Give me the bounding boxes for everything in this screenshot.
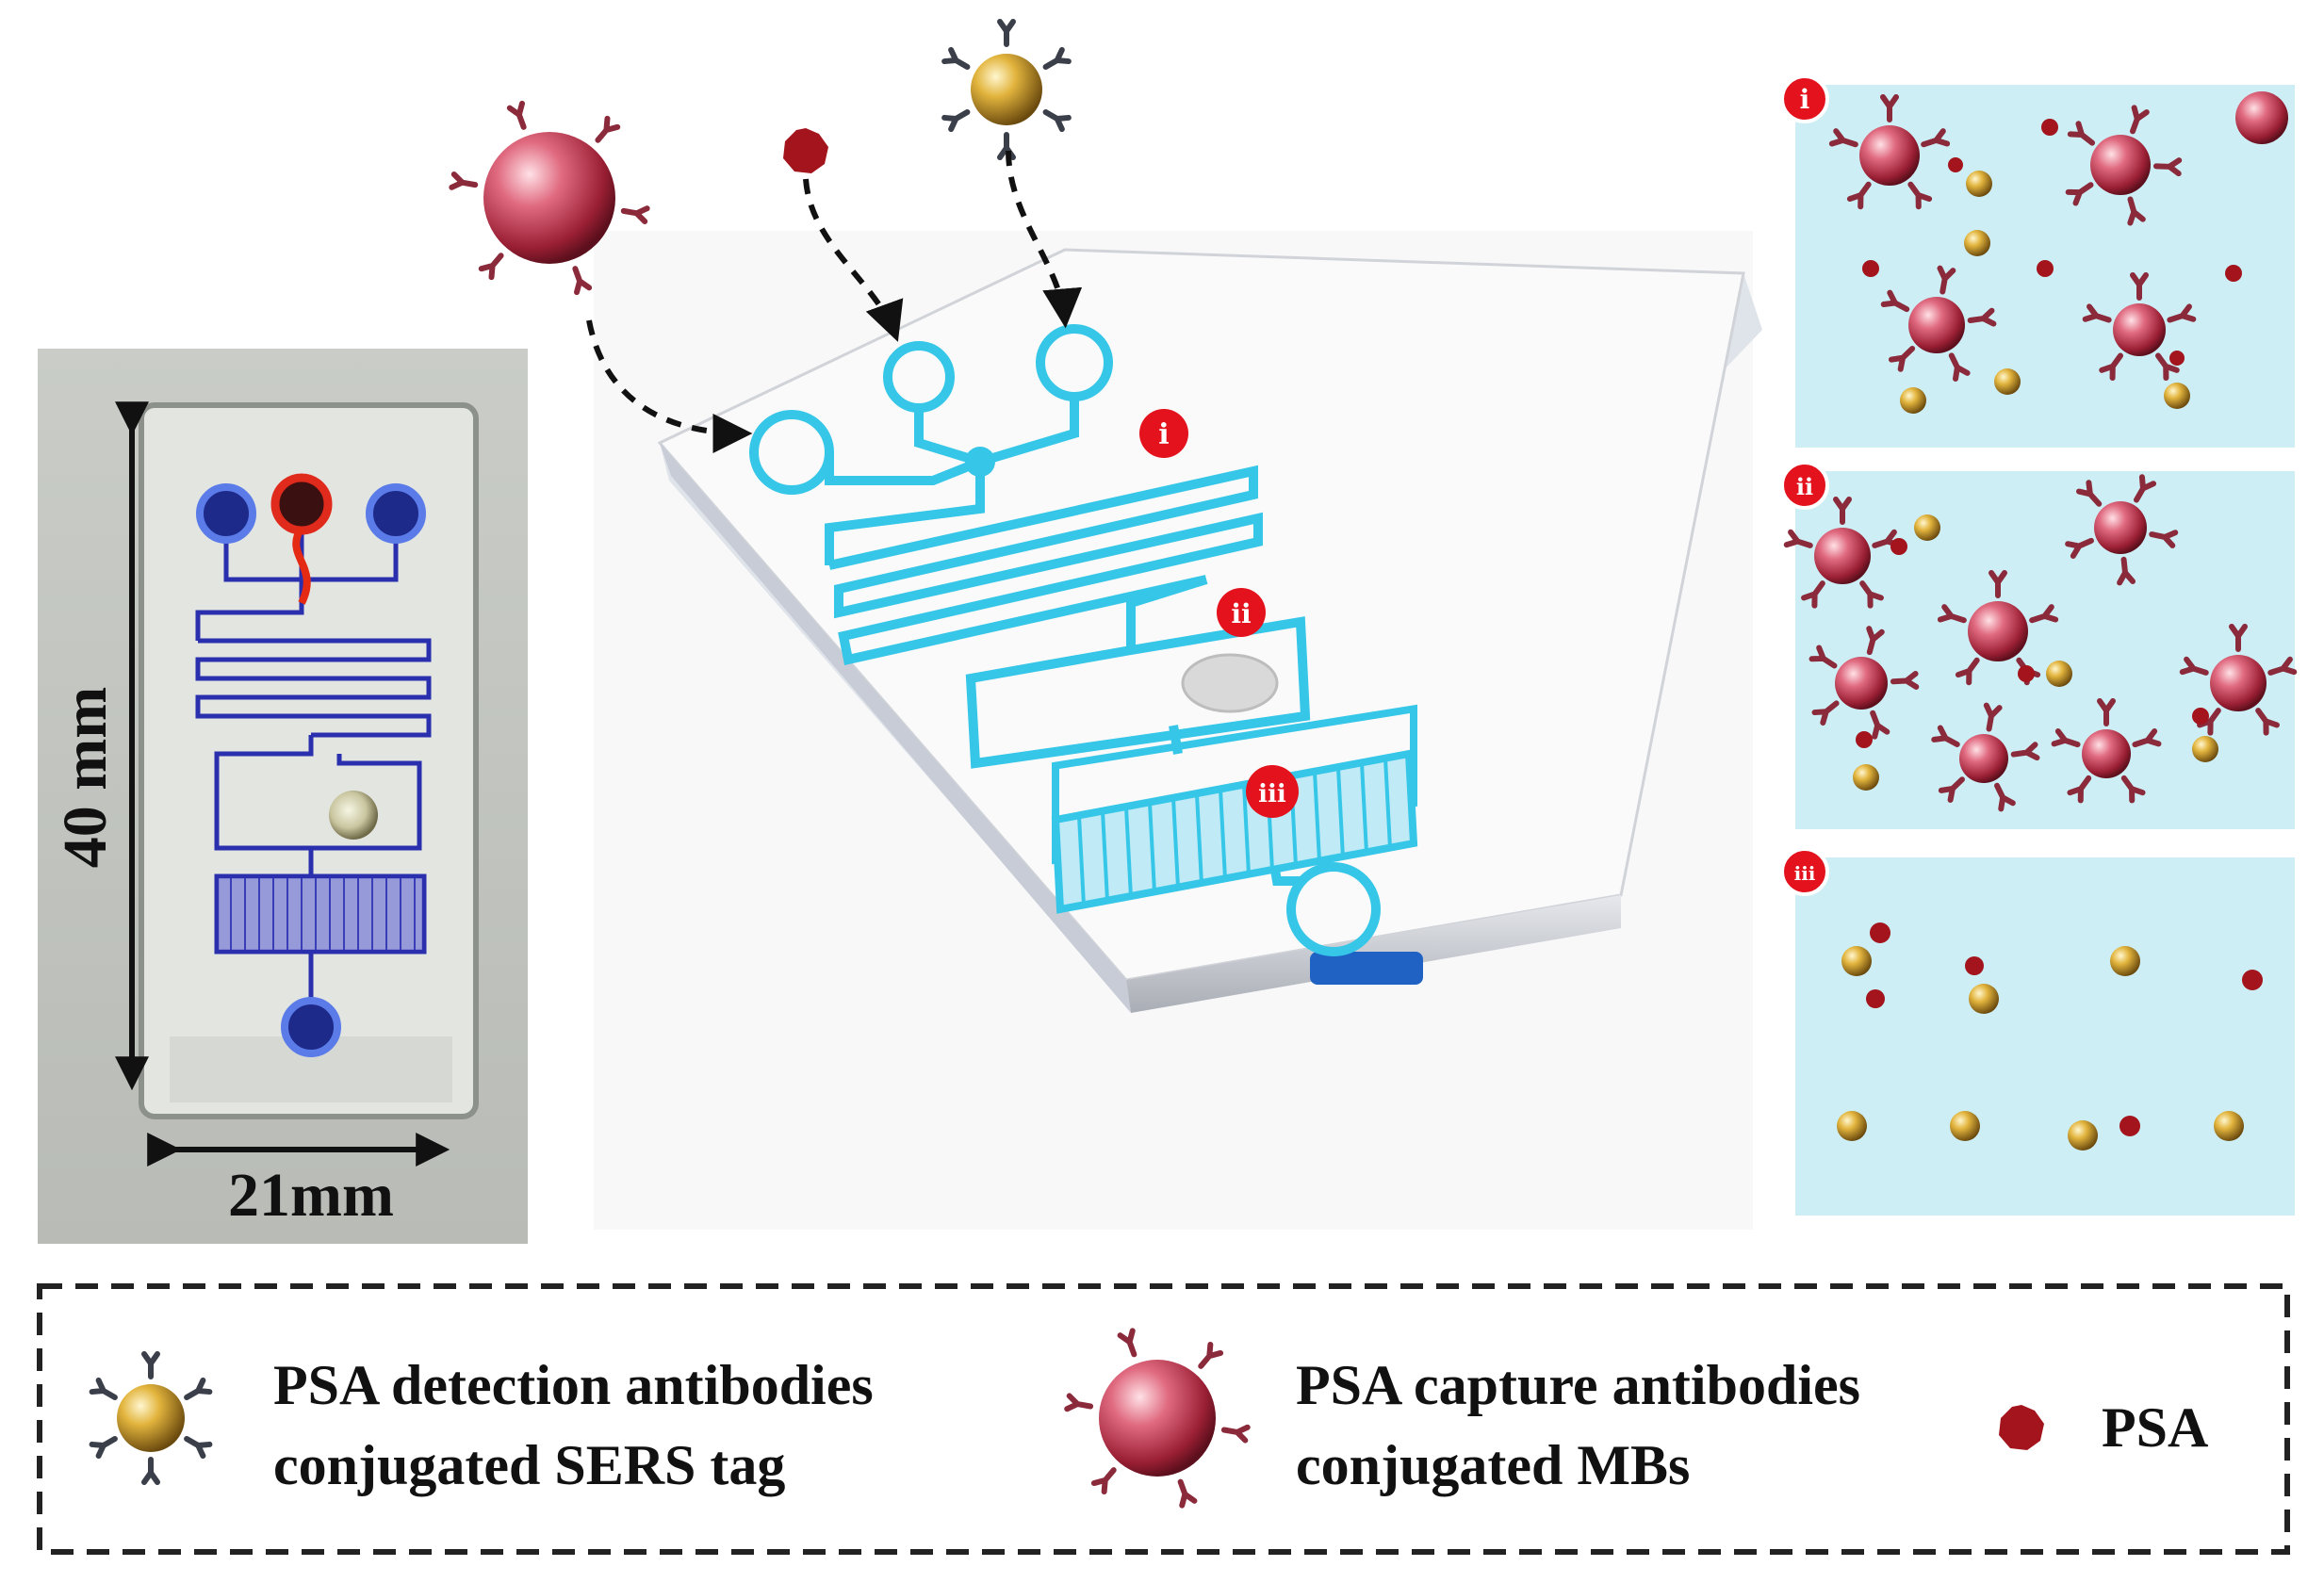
- chip-slab-left-edge: [660, 443, 1131, 1013]
- chip-badge-ii: ii: [1217, 588, 1266, 637]
- legend-capture-line1: PSA capture antibodies: [1296, 1354, 1860, 1416]
- panel-i: i: [1780, 74, 2295, 448]
- photo-outlet: [281, 997, 341, 1057]
- panel-ii-badge: ii: [1796, 473, 1813, 500]
- sensing-spot: [1181, 653, 1279, 713]
- height-label: 40 mm: [51, 687, 120, 868]
- arrow-to-inlet-2: [803, 178, 904, 342]
- panel-i-badge: i: [1800, 84, 1810, 115]
- legend-psa-label: PSA: [2102, 1396, 2208, 1459]
- chip-photo: 40 mm 21mm: [38, 349, 528, 1244]
- width-label: 21mm: [228, 1161, 394, 1230]
- input-capture-bead: [451, 104, 646, 292]
- legend-sers-line2: conjugated SERS tag: [273, 1434, 785, 1496]
- input-psa: [783, 128, 828, 173]
- svg-text:ii: ii: [1231, 598, 1251, 629]
- chip-badge-i: i: [1139, 409, 1188, 458]
- svg-text:i: i: [1158, 418, 1169, 451]
- legend-sers-line1: PSA detection antibodies: [273, 1354, 874, 1416]
- panel-iii: iii: [1780, 847, 2295, 1216]
- legend-psa-icon: [1999, 1405, 2044, 1450]
- legend-sers-tag-icon: [92, 1354, 210, 1482]
- arrow-to-inlet-1: [586, 319, 753, 453]
- input-sers-tag: [944, 22, 1069, 157]
- reagent-inputs: [451, 22, 1083, 453]
- legend-capture-bead-icon: [1067, 1330, 1248, 1505]
- photo-inlet-center: [270, 473, 333, 535]
- legend: PSA detection antibodies conjugated SERS…: [37, 1283, 2290, 1555]
- photo-inlet-left: [196, 483, 256, 544]
- photo-separation-grid: [219, 878, 422, 950]
- legend-capture-line2: conjugated MBs: [1296, 1434, 1690, 1496]
- panel-iii-badge: iii: [1794, 862, 1816, 885]
- chip-badge-iii: iii: [1246, 765, 1299, 818]
- photo-inlet-right: [366, 483, 426, 544]
- photo-sensing-lens: [329, 791, 378, 840]
- chip-schematic: i ii iii: [594, 231, 1762, 1230]
- arrow-to-inlet-3: [1006, 150, 1083, 329]
- panel-ii: ii: [1780, 461, 2295, 829]
- svg-text:iii: iii: [1258, 780, 1286, 808]
